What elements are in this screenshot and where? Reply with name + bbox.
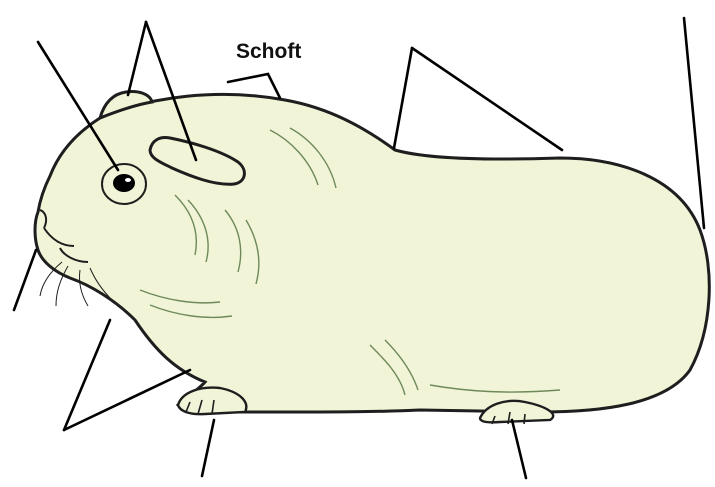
body-outline: [35, 94, 709, 412]
leader-line-hind-foot: [512, 420, 526, 478]
eye: [113, 174, 135, 192]
leader-line-back-1: [394, 48, 412, 148]
leader-line-nose: [14, 250, 36, 310]
leader-line-back-ear: [128, 22, 146, 95]
label-withers: Schoft: [236, 40, 301, 63]
leader-line-chest: [64, 370, 190, 430]
leader-line-chin: [64, 320, 110, 430]
leader-line-back-2: [412, 48, 562, 150]
leader-line-rump: [684, 18, 704, 228]
guinea-pig-illustration: [35, 91, 709, 424]
eye-highlight: [125, 178, 131, 182]
leader-line-front-foot: [202, 420, 214, 476]
